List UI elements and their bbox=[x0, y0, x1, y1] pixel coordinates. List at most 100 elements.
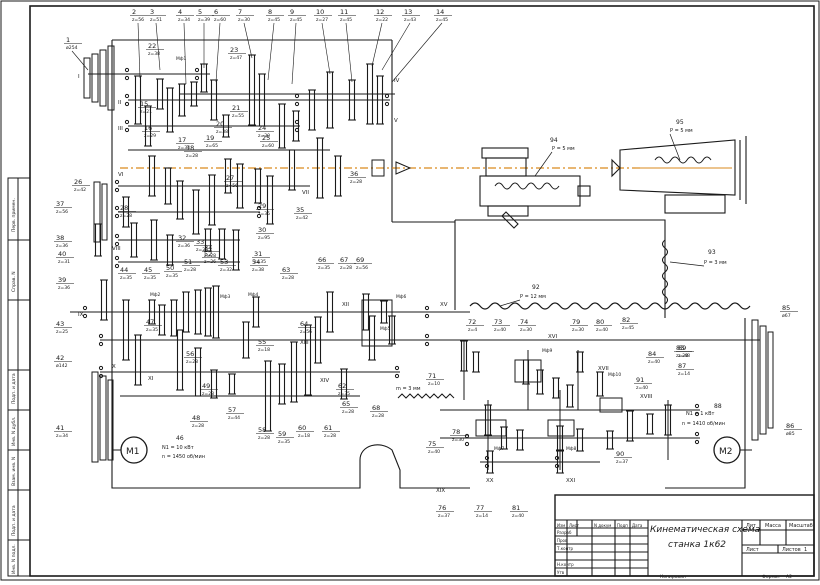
bearing bbox=[384, 101, 390, 107]
bearing bbox=[124, 93, 130, 99]
gear-teeth-count: z=28 bbox=[676, 353, 688, 359]
gear-number: 82 bbox=[622, 316, 630, 324]
gear bbox=[646, 413, 654, 435]
shaft-label: XIX bbox=[436, 488, 445, 494]
gear-number: 27 bbox=[226, 174, 234, 182]
shaft-label: VII bbox=[302, 190, 309, 196]
gear bbox=[228, 373, 236, 395]
clutch-label: Мф1 bbox=[176, 56, 187, 62]
bearing bbox=[694, 439, 700, 445]
clutch-housing bbox=[475, 419, 507, 437]
gear bbox=[626, 410, 634, 442]
gear-teeth-count: z=56 bbox=[300, 329, 312, 335]
rack-label: m = 3 мм bbox=[396, 386, 421, 392]
gear-teeth-count: z=45 bbox=[622, 325, 634, 331]
main-pulley bbox=[83, 45, 115, 243]
gear-number: 38 bbox=[56, 234, 64, 242]
title-col-mass: Масса bbox=[765, 523, 781, 529]
gear-teeth-count: z=55 bbox=[232, 113, 244, 119]
gear-teeth-count: z=34 bbox=[178, 145, 190, 151]
title-col-scale: Масштаб bbox=[789, 523, 813, 529]
screw-pitch: P = 3 мм bbox=[704, 260, 727, 266]
title-col-lit: Лит bbox=[746, 523, 756, 529]
gear-teeth-count: z=28 bbox=[372, 413, 384, 419]
gear-number: 87 bbox=[678, 362, 686, 370]
title-copied: Копировал bbox=[660, 574, 686, 580]
gear-number: 72 bbox=[468, 318, 476, 326]
gear-number: 7 bbox=[238, 8, 242, 16]
gear bbox=[248, 54, 256, 126]
clutch-label: Мф6 bbox=[396, 294, 407, 300]
bearing bbox=[484, 463, 490, 469]
gear-number: 34 bbox=[204, 244, 212, 252]
bearing bbox=[124, 67, 130, 73]
shaft-label: XIV bbox=[320, 378, 329, 384]
bearing bbox=[124, 101, 130, 107]
gear bbox=[232, 229, 240, 271]
gear-number: 15 bbox=[140, 100, 148, 108]
shaft-label: IV bbox=[394, 78, 400, 84]
gear-number: 58 bbox=[258, 426, 266, 434]
gear bbox=[100, 279, 108, 321]
gear-number: 65 bbox=[342, 400, 350, 408]
gear-teeth-count: z=35 bbox=[338, 391, 350, 397]
title-change-header: Лист bbox=[569, 523, 580, 528]
clutch-label: Мф2 bbox=[150, 292, 161, 298]
bearing bbox=[82, 313, 88, 319]
motor-ref: 46 bbox=[176, 435, 184, 442]
gear-number: 91 bbox=[636, 376, 644, 384]
gear-number: 28 bbox=[120, 204, 128, 212]
gear-teeth-count: z=40 bbox=[428, 449, 440, 455]
shaft-label: XIII bbox=[300, 340, 309, 346]
leader-line bbox=[391, 22, 443, 83]
clutch-label: Мф5 bbox=[380, 326, 391, 332]
gear-teeth-count: z=4 bbox=[468, 327, 477, 333]
leader-line bbox=[381, 22, 411, 71]
rapid-pulley bbox=[751, 319, 774, 441]
cone-housing bbox=[361, 299, 393, 347]
gear-number: 51 bbox=[184, 258, 192, 266]
gear-number: 1 bbox=[66, 36, 70, 44]
title-role: Утв bbox=[557, 570, 565, 575]
gear-number: 75 bbox=[428, 440, 436, 448]
clutch-label: Мф9 bbox=[542, 348, 553, 354]
gear-number: 20 bbox=[216, 120, 224, 128]
gear-teeth-count: z=35 bbox=[318, 265, 330, 271]
gear-teeth-count: z=25 bbox=[196, 247, 208, 253]
gear bbox=[334, 155, 342, 197]
shaft-label: VI bbox=[118, 172, 124, 178]
gear-number: 43 bbox=[56, 320, 64, 328]
gear bbox=[166, 87, 174, 133]
gear-number: 90 bbox=[616, 450, 624, 458]
bearing bbox=[294, 119, 300, 125]
gear-number: 42 bbox=[56, 354, 64, 362]
gear-number: 47 bbox=[146, 318, 154, 326]
lead-screw bbox=[469, 302, 751, 310]
gear-teeth-count: z=43 bbox=[404, 17, 416, 23]
shaft-label: I bbox=[78, 74, 80, 80]
bearing bbox=[114, 233, 120, 239]
leader-line bbox=[243, 22, 253, 59]
side-strip-label: Взам. инв. N bbox=[11, 457, 17, 486]
gear bbox=[158, 304, 166, 336]
gear-teeth-count: z=26 bbox=[204, 259, 216, 265]
gear bbox=[176, 180, 184, 220]
bearing bbox=[98, 373, 104, 379]
gear-teeth-count: z=35 bbox=[144, 275, 156, 281]
gear-number: 21 bbox=[232, 104, 240, 112]
shaft-label: XII bbox=[342, 302, 349, 308]
side-strip-label: Перв. примен. bbox=[11, 198, 17, 232]
gear-teeth-count: z=28 bbox=[324, 433, 336, 439]
bearing bbox=[294, 101, 300, 107]
leader-line bbox=[291, 22, 297, 85]
gear bbox=[368, 315, 376, 361]
gear-number: 60 bbox=[298, 424, 306, 432]
leader-line bbox=[267, 22, 275, 81]
gear-teeth-count: z=42 bbox=[296, 215, 308, 221]
gear-number: 29 bbox=[258, 202, 266, 210]
gear-number: 74 bbox=[520, 318, 528, 326]
gear-number: 33 bbox=[196, 238, 204, 246]
bearing bbox=[256, 213, 262, 219]
gear-teeth-count: z=45 bbox=[268, 17, 280, 23]
gear bbox=[208, 174, 216, 226]
